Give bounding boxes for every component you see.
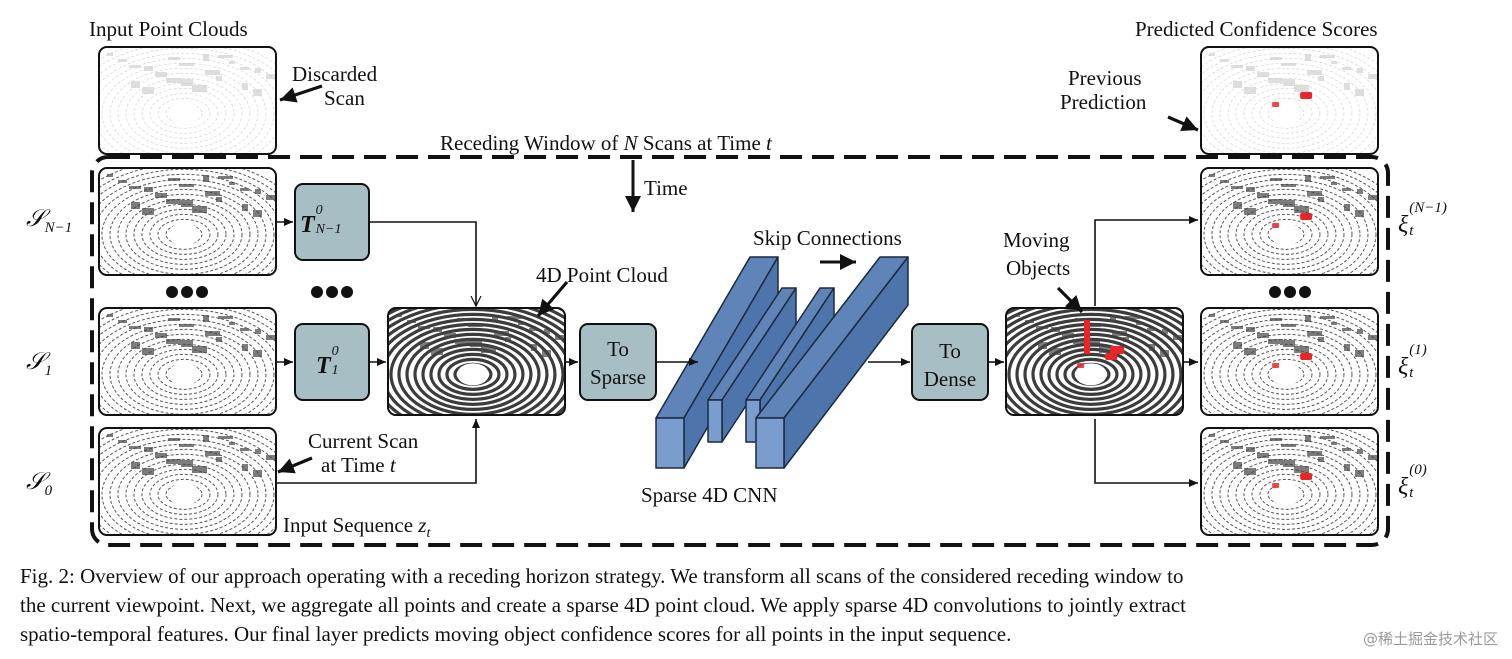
s-0: 𝒮0 bbox=[26, 469, 53, 499]
time-label: Time bbox=[644, 176, 688, 200]
previous-prediction-arrow bbox=[1167, 115, 1199, 132]
receding-window-frame bbox=[90, 155, 1390, 547]
discarded-scan-image bbox=[98, 46, 277, 155]
to-dense-label-1: To bbox=[939, 339, 961, 363]
to-sparse-label-2: Sparse bbox=[590, 365, 646, 389]
t-1: T 0 1 bbox=[316, 344, 339, 379]
previous-label-2: Prediction bbox=[1060, 90, 1147, 114]
sparse-cnn-blocks bbox=[655, 256, 909, 469]
moving-objects-arrow bbox=[1056, 286, 1084, 314]
discarded-scan-arrow bbox=[279, 84, 323, 103]
input-point-clouds-label: Input Point Clouds bbox=[89, 17, 248, 41]
prediction-n-minus-1-image bbox=[1200, 167, 1379, 276]
ellipsis-dots-right bbox=[1269, 286, 1311, 298]
previous-prediction-image bbox=[1200, 46, 1379, 155]
caption-line: spatio-temporal features. Our final laye… bbox=[20, 622, 1012, 646]
xi-1: ξ (1) t bbox=[1398, 342, 1427, 381]
skip-connections-label: Skip Connections bbox=[753, 226, 902, 250]
at-time-label: at Time t bbox=[321, 453, 396, 477]
scan-0-image bbox=[98, 427, 277, 536]
sparse-cnn-label: Sparse 4D CNN bbox=[641, 483, 778, 507]
prediction-1-image bbox=[1200, 307, 1379, 416]
moving-label-2: Objects bbox=[1006, 256, 1071, 280]
4d-pc-arrow bbox=[536, 280, 569, 318]
ellipsis-dots-left bbox=[166, 286, 208, 298]
architecture-diagram bbox=[90, 46, 1390, 547]
ellipsis-dots-mid bbox=[311, 286, 353, 298]
4d-point-cloud-label: 4D Point Cloud bbox=[536, 263, 668, 287]
predicted-scores-label: Predicted Confidence Scores bbox=[1135, 17, 1378, 41]
scan-1-image bbox=[98, 307, 277, 416]
caption-line: the current viewpoint. Next, we aggregat… bbox=[20, 593, 1187, 617]
caption-line: Fig. 2: Overview of our approach operati… bbox=[20, 564, 1184, 588]
watermark: @稀土掘金技术社区 bbox=[1362, 630, 1498, 648]
current-scan-label: Current Scan bbox=[308, 429, 419, 453]
xi-0: ξ (0) t bbox=[1398, 462, 1427, 501]
moving-label-1: Moving bbox=[1003, 228, 1070, 252]
previous-label-1: Previous bbox=[1068, 66, 1142, 90]
aggregated-4d-point-cloud-image bbox=[387, 307, 566, 416]
receding-window-label: Receding Window of N Scans at Time t bbox=[440, 131, 772, 155]
t-n-minus-1: T 0 N−1 bbox=[300, 203, 342, 238]
xi-n-minus-1: ξ (N−1) t bbox=[1398, 200, 1447, 239]
s-1: 𝒮1 bbox=[26, 349, 53, 379]
current-scan-arrow bbox=[277, 456, 313, 474]
figure-caption: Fig. 2: Overview of our approach operati… bbox=[20, 562, 1495, 649]
input-sequence-label: Input Sequence zt bbox=[283, 513, 431, 542]
to-sparse-label-1: To bbox=[607, 337, 629, 361]
to-dense-label-2: Dense bbox=[923, 367, 977, 391]
discarded-label-2: Scan bbox=[324, 86, 365, 110]
scan-n-minus-1-image bbox=[98, 167, 277, 276]
output-point-cloud-image bbox=[1005, 307, 1184, 416]
discarded-label-1: Discarded bbox=[292, 62, 378, 86]
s-n-minus-1: 𝒮N−1 bbox=[26, 206, 73, 236]
prediction-0-image bbox=[1200, 427, 1379, 536]
